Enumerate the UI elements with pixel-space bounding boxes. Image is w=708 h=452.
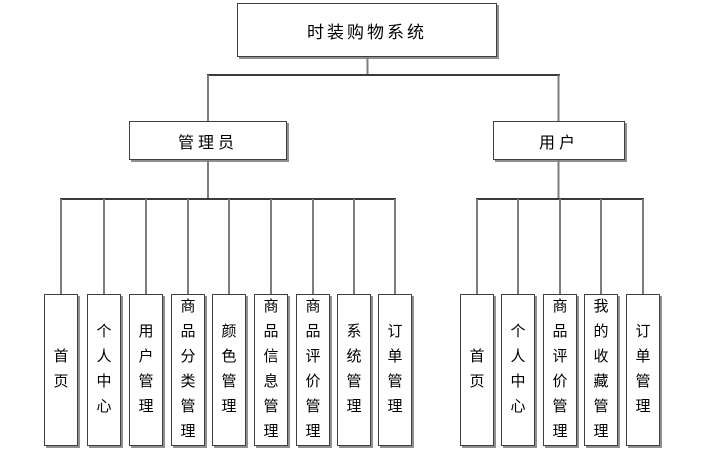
leaf-label: 颜色管理 <box>221 324 237 415</box>
leaf-node-admin-review-management: 商品评价管理 <box>296 294 330 446</box>
leaf-node-admin-system-management: 系统管理 <box>337 294 371 446</box>
leaf-node-user-favorites-management: 我的收藏管理 <box>584 294 618 446</box>
leaf-node-admin-user-management: 用户管理 <box>129 294 163 446</box>
leaf-label: 我的收藏管理 <box>593 299 609 440</box>
leaf-label: 首页 <box>469 349 485 390</box>
leaf-label: 用户管理 <box>138 324 154 415</box>
leaf-node-user-personal-center: 个人中心 <box>501 294 535 446</box>
leaf-node-admin-category-management: 商品分类管理 <box>171 294 205 446</box>
leaf-label: 商品评价管理 <box>552 299 568 440</box>
leaf-label: 个人中心 <box>96 324 112 415</box>
leaf-node-user-review-management: 商品评价管理 <box>543 294 577 446</box>
leaf-node-admin-product-info-management: 商品信息管理 <box>254 294 288 446</box>
leaf-label: 首页 <box>53 349 69 390</box>
leaf-label: 商品分类管理 <box>180 299 196 440</box>
leaf-node-admin-home: 首页 <box>44 294 78 446</box>
root-node-system-title: 时装购物系统 <box>237 3 497 57</box>
leaf-node-user-home: 首页 <box>460 294 494 446</box>
leaf-label: 商品评价管理 <box>305 299 321 440</box>
leaf-node-admin-color-management: 颜色管理 <box>212 294 246 446</box>
branch-node-user: 用户 <box>493 121 625 160</box>
leaf-label: 系统管理 <box>346 324 362 415</box>
leaf-node-user-order-management: 订单管理 <box>626 294 660 446</box>
leaf-label: 个人中心 <box>510 324 526 415</box>
leaf-node-admin-personal-center: 个人中心 <box>87 294 121 446</box>
leaf-node-admin-order-management: 订单管理 <box>378 294 412 446</box>
leaf-label: 订单管理 <box>387 324 403 415</box>
leaf-label: 商品信息管理 <box>263 299 279 440</box>
branch-node-admin: 管理员 <box>129 121 287 160</box>
leaf-label: 订单管理 <box>635 324 651 415</box>
